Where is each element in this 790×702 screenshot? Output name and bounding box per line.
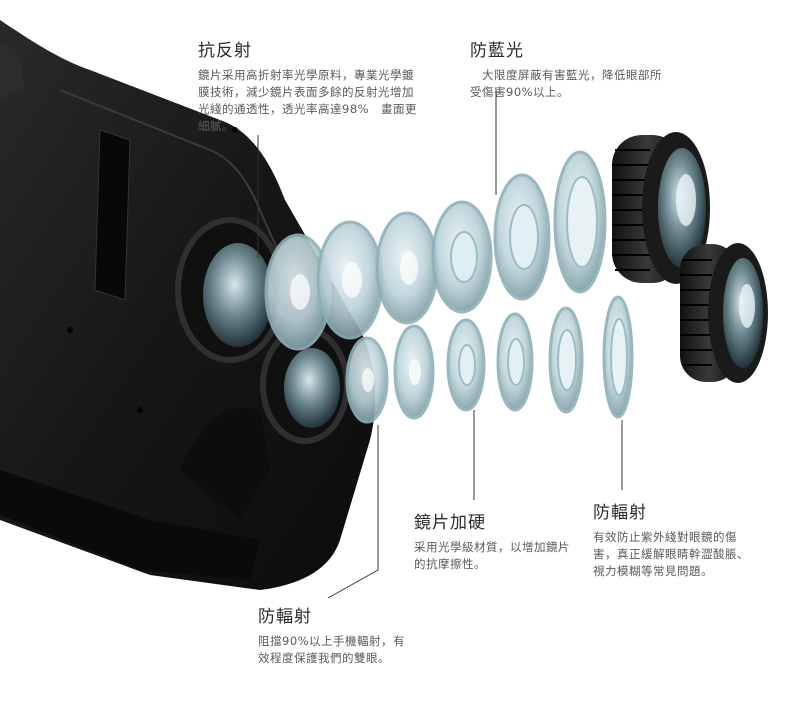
callout-description: 有效防止紫外綫對眼鏡的傷害，真正緩解眼睛幹澀酸脹、視力模糊等常見問題。 <box>593 530 749 578</box>
lens-disc <box>496 312 534 412</box>
lens-disc <box>375 211 439 325</box>
callout-description: 大限度屏蔽有害藍光，降低眼部所受傷害90%以上。 <box>470 68 662 99</box>
eyepiece-lower <box>680 243 768 383</box>
lens-disc <box>431 200 493 314</box>
callout-anti-reflection: 抗反射 鏡片采用高折射率光學原料，專業光學鍍膜技術，減少鏡片表面多餘的反射光增加… <box>198 36 420 135</box>
callout-anti-radiation-right: 防輻射 有效防止紫外綫對眼鏡的傷害，真正緩解眼睛幹澀酸脹、視力模糊等常見問題。 <box>593 498 758 580</box>
callout-title: 抗反射 <box>198 41 252 61</box>
lens-row-upper <box>264 150 607 351</box>
lens-disc <box>602 295 634 419</box>
callout-title: 防輻射 <box>593 503 647 523</box>
lens-disc <box>316 220 384 340</box>
lens-disc <box>548 306 584 414</box>
callout-anti-blue-light: 防藍光 大限度屏蔽有害藍光，降低眼部所受傷害90%以上。 <box>470 36 670 101</box>
callout-hardened-lens: 鏡片加硬 采用光學級材質，以增加鏡片的抗摩擦性。 <box>414 508 574 573</box>
lens-disc <box>264 233 332 351</box>
callout-description: 采用光學級材質，以增加鏡片的抗摩擦性。 <box>414 540 570 571</box>
leader-line-anti-radiation-left <box>327 425 379 599</box>
lens-disc <box>345 336 389 424</box>
callout-title: 防藍光 <box>470 41 524 61</box>
callout-description: 鏡片采用高折射率光學原料，專業光學鍍膜技術，減少鏡片表面多餘的反射光增加光綫的通… <box>198 68 418 133</box>
callout-anti-radiation-left: 防輻射 阻擋90%以上手機輻射，有效程度保護我們的雙眼。 <box>258 602 408 667</box>
callout-description: 阻擋90%以上手機輻射，有效程度保護我們的雙眼。 <box>258 634 406 665</box>
lens-disc <box>493 173 551 301</box>
lens-disc <box>446 318 486 412</box>
lens-disc <box>393 324 435 420</box>
lens-row-lower <box>345 295 634 424</box>
lens-disc <box>553 150 607 294</box>
eyepiece-upper <box>612 132 710 284</box>
callout-title: 防輻射 <box>258 607 312 627</box>
headset-lens-socket-upper <box>175 217 285 363</box>
callout-title: 鏡片加硬 <box>414 513 486 533</box>
